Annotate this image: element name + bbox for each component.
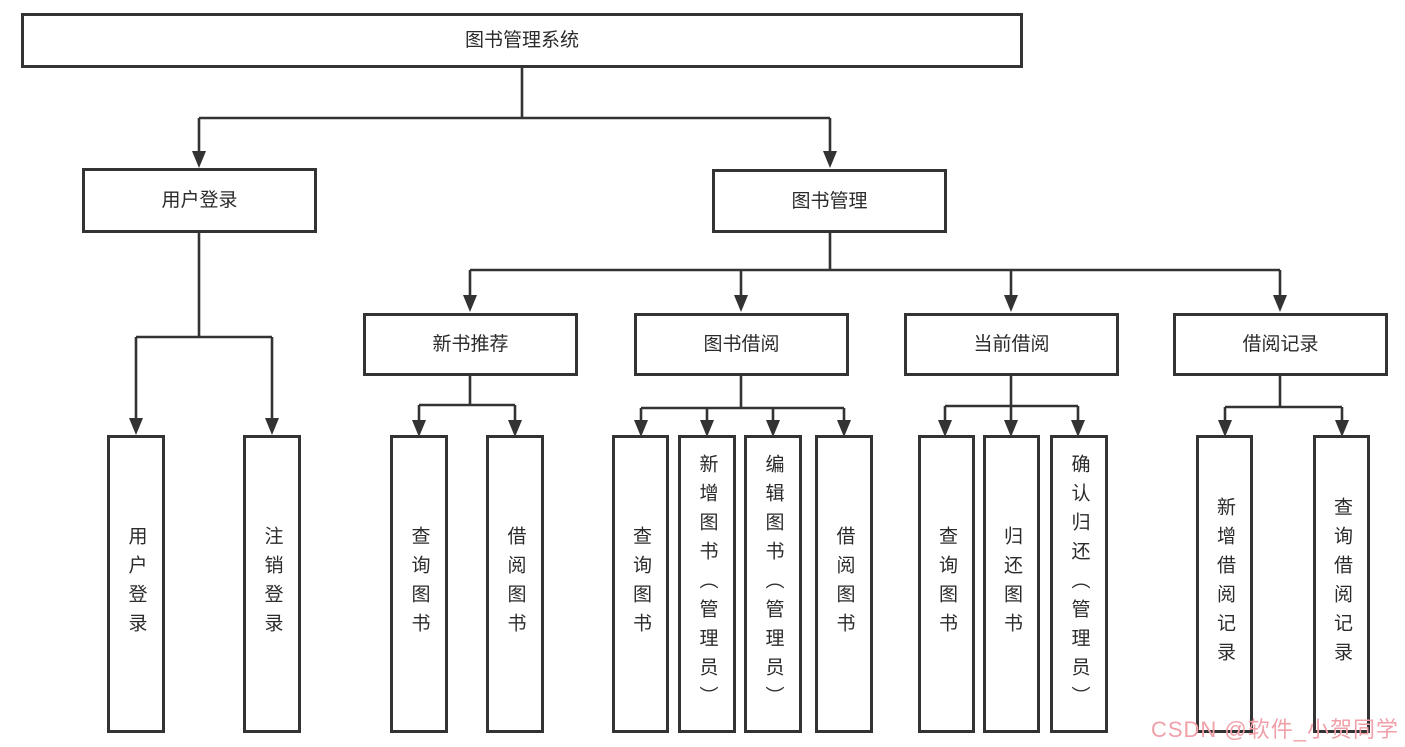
leaf-bb-add-books-admin-label: 新增图书（管理员） xyxy=(696,453,718,715)
leaf-br-add-record: 新增借阅记录 xyxy=(1196,435,1253,733)
leaf-nbr-query-books-label: 查询图书 xyxy=(408,526,430,642)
leaf-logout: 注销登录 xyxy=(243,435,301,733)
node-current-borrow: 当前借阅 xyxy=(904,313,1119,376)
leaf-bb-borrow-books: 借阅图书 xyxy=(815,435,873,733)
leaf-cb-query-books-label: 查询图书 xyxy=(936,526,957,642)
node-root: 图书管理系统 xyxy=(21,13,1023,68)
leaf-user-login-label: 用户登录 xyxy=(125,526,147,642)
leaf-cb-return-books: 归还图书 xyxy=(983,435,1040,733)
node-borrow-records: 借阅记录 xyxy=(1173,313,1388,376)
node-borrow-records-label: 借阅记录 xyxy=(1242,334,1319,355)
leaf-logout-label: 注销登录 xyxy=(261,526,283,642)
node-book-borrow: 图书借阅 xyxy=(634,313,849,376)
leaf-bb-edit-books-admin: 编辑图书（管理员） xyxy=(744,435,802,733)
leaf-bb-borrow-books-label: 借阅图书 xyxy=(833,526,855,642)
leaf-br-add-record-label: 新增借阅记录 xyxy=(1214,497,1235,671)
leaf-br-query-record: 查询借阅记录 xyxy=(1313,435,1370,733)
leaf-nbr-query-books: 查询图书 xyxy=(390,435,448,733)
leaf-cb-query-books: 查询图书 xyxy=(918,435,975,733)
node-book-borrow-label: 图书借阅 xyxy=(703,334,780,355)
node-current-borrow-label: 当前借阅 xyxy=(973,334,1050,355)
leaf-bb-add-books-admin: 新增图书（管理员） xyxy=(678,435,736,733)
leaf-nbr-borrow-books: 借阅图书 xyxy=(486,435,544,733)
csdn-watermark: CSDN @软件_小贺同学 xyxy=(1150,717,1399,742)
node-book-management-label: 图书管理 xyxy=(791,190,868,212)
leaf-cb-return-books-label: 归还图书 xyxy=(1001,526,1022,642)
node-new-book-recommend-label: 新书推荐 xyxy=(432,334,509,355)
leaf-bb-edit-books-admin-label: 编辑图书（管理员） xyxy=(762,453,784,715)
leaf-nbr-borrow-books-label: 借阅图书 xyxy=(504,526,526,642)
leaf-bb-query-books-label: 查询图书 xyxy=(630,526,651,642)
leaf-user-login: 用户登录 xyxy=(107,435,165,733)
node-user-login-label: 用户登录 xyxy=(161,190,238,211)
leaf-br-query-record-label: 查询借阅记录 xyxy=(1331,497,1352,671)
node-new-book-recommend: 新书推荐 xyxy=(363,313,578,376)
leaf-cb-confirm-return-admin: 确认归还（管理员） xyxy=(1050,435,1108,733)
leaf-bb-query-books: 查询图书 xyxy=(612,435,669,733)
leaf-cb-confirm-return-admin-label: 确认归还（管理员） xyxy=(1068,453,1090,715)
node-book-management: 图书管理 xyxy=(712,169,947,233)
node-user-login: 用户登录 xyxy=(82,168,317,233)
node-root-label: 图书管理系统 xyxy=(464,30,579,51)
